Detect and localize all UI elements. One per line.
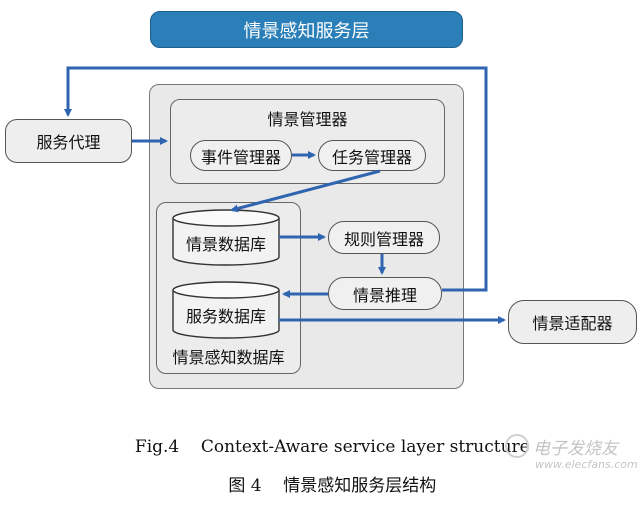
context-reasoning-node: 情景推理 xyxy=(328,277,442,310)
caption-chinese-text: 图 4 情景感知服务层结构 xyxy=(228,476,437,496)
service-agent-label: 服务代理 xyxy=(36,133,101,152)
watermark-logo-icon xyxy=(505,434,529,458)
watermark-url-text: www.elecfans.com xyxy=(535,458,638,471)
diagram-canvas: 情景感知服务层 情景管理器 事件管理器 任务管理器 情景感知数据库 规则管理器 … xyxy=(5,11,638,496)
context-adapter-label: 情景适配器 xyxy=(532,314,613,333)
watermark-brand: 电子发烧友 xyxy=(533,434,618,459)
context-aware-db-label: 情景感知数据库 xyxy=(172,348,285,367)
rule-manager-label: 规则管理器 xyxy=(343,229,424,249)
context-manager-label: 情景管理器 xyxy=(267,110,348,129)
context-db-cylinder xyxy=(172,209,280,266)
watermark-brand-text: 电子发烧友 xyxy=(533,439,618,459)
service-layer-title-text: 情景感知服务层 xyxy=(243,20,370,42)
service-agent-node: 服务代理 xyxy=(5,119,132,163)
task-to-context-db-arrow xyxy=(230,169,381,213)
service-db-cylinder xyxy=(172,281,280,339)
event-manager-node: 事件管理器 xyxy=(190,140,292,171)
diagram-graphics xyxy=(64,66,506,339)
context-db-label-wrap: 情景数据库 xyxy=(173,228,279,258)
service-layer-title: 情景感知服务层 xyxy=(150,11,463,48)
context-adapter-node: 情景适配器 xyxy=(508,300,637,344)
service-db-label-wrap: 服务数据库 xyxy=(173,300,279,330)
reasoning-to-agent-arrow xyxy=(64,66,488,292)
context-reasoning-label: 情景推理 xyxy=(352,285,417,305)
task-manager-node: 任务管理器 xyxy=(318,140,426,171)
event-manager-label: 事件管理器 xyxy=(200,147,281,167)
rule-manager-node: 规则管理器 xyxy=(328,221,440,254)
watermark-url: www.elecfans.com xyxy=(535,458,638,471)
context-aware-db-label-wrap: 情景感知数据库 xyxy=(156,343,301,369)
service-db-label: 服务数据库 xyxy=(185,307,266,326)
context-db-label: 情景数据库 xyxy=(185,235,266,254)
task-manager-label: 任务管理器 xyxy=(331,147,412,167)
